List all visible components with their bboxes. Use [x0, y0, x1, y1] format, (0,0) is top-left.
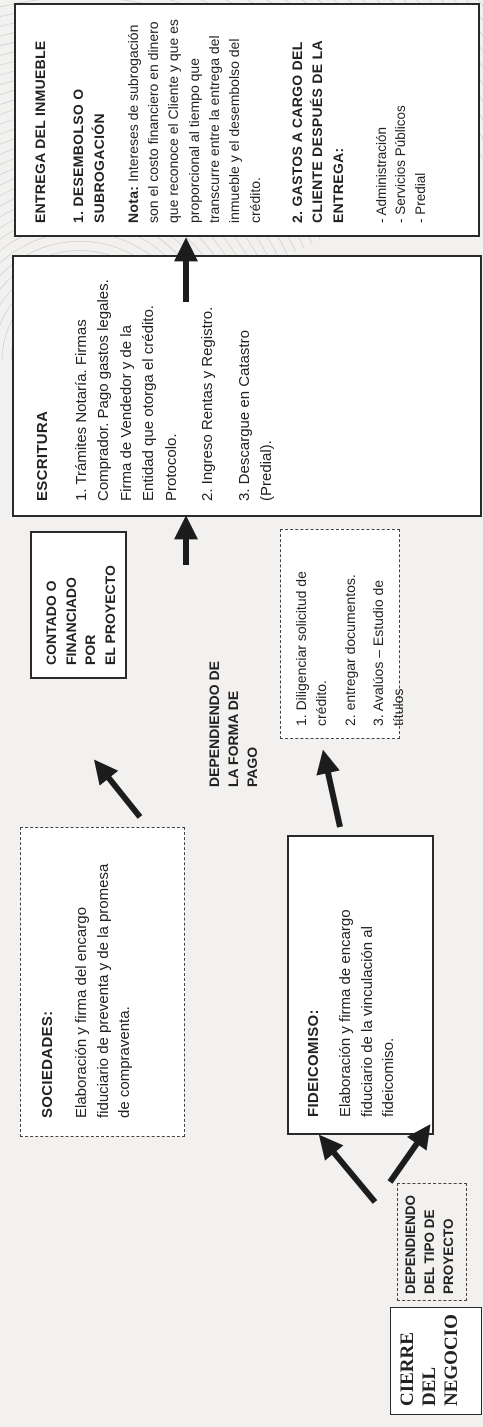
expense-item-2: - Servicios Públicos — [391, 17, 411, 223]
expense-item-1: - Administración — [372, 17, 392, 223]
branch-payment-line-3: PAGO — [243, 637, 262, 787]
branch-payment-line-1: DEPENDIENDO DE — [205, 637, 224, 787]
branch-payment-line-2: LA FORMA DE — [224, 637, 243, 787]
credito-item-2: 2. entregar documentos. — [340, 542, 360, 726]
escritura-item-1: 1. Trámites Notaría. Firmas Comprador. P… — [71, 271, 184, 501]
escritura-item-2: 2. Ingreso Rentas y Registro. — [197, 271, 220, 501]
entrega-section1-title: 1. DESEMBOLSO O SUBROGACIÓN — [68, 17, 109, 223]
start-line-1: CIERRE — [397, 1316, 419, 1406]
branch-type-line-1: DEPENDIENDO — [402, 1190, 421, 1294]
contado-line-1: CONTADO O — [42, 545, 62, 665]
start-line-2: DEL — [419, 1316, 441, 1406]
start-line-3: NEGOCIO — [441, 1316, 463, 1406]
arrow-to-sociedades — [325, 1142, 375, 1202]
entrega-note-text: Intereses de subrogación son el costo fi… — [125, 19, 263, 223]
entrega-section2-title: 2. GASTOS A CARGO DEL CLIENTE DESPUÉS DE… — [287, 17, 348, 223]
entrega-note-label: Nota: — [125, 186, 141, 223]
sociedades-title: SOCIEDADES: — [37, 846, 59, 1118]
credito-item-1: 1. Diligenciar solicitud de crédito. — [291, 542, 332, 726]
fideicomiso-box: FIDEICOMISO: Elaboración y firma de enca… — [287, 835, 434, 1135]
arrow-to-credito — [325, 759, 340, 827]
contado-box: CONTADO O FINANCIADO POR EL PROYECTO — [30, 531, 127, 679]
escritura-title: ESCRITURA — [32, 271, 55, 501]
credito-item-3: 3. Avalúos – Estudio de títulos — [368, 542, 409, 726]
branch-type-line-2: DEL TIPO DE — [421, 1190, 440, 1294]
start-box: CIERRE DEL NEGOCIO — [390, 1307, 482, 1415]
sociedades-text: Elaboración y firma del encargo fiduciar… — [71, 846, 136, 1118]
arrow-to-contado — [100, 767, 140, 817]
arrow-to-fideicomiso — [390, 1132, 425, 1182]
contado-line-2: FINANCIADO POR — [62, 545, 101, 665]
branch-type-line-3: PROYECTO — [440, 1190, 459, 1294]
escritura-box: ESCRITURA 1. Trámites Notaría. Firmas Co… — [12, 255, 482, 517]
sociedades-box: SOCIEDADES: Elaboración y firma del enca… — [20, 827, 185, 1137]
contado-line-3: EL PROYECTO — [101, 545, 121, 665]
entrega-note: Nota: Intereses de subrogación son el co… — [123, 17, 265, 223]
expense-list: - Administración - Servicios Públicos - … — [372, 17, 431, 223]
branch-payment-label: DEPENDIENDO DE LA FORMA DE PAGO — [205, 637, 262, 787]
fideicomiso-text: Elaboración y firma de encargo fiduciari… — [335, 853, 400, 1117]
expense-item-3: - Predial — [411, 17, 431, 223]
entrega-title: ENTREGA DEL INMUEBLE — [30, 17, 50, 223]
credito-box: 1. Diligenciar solicitud de crédito. 2. … — [280, 529, 400, 739]
escritura-item-3: 3. Descargue en Catastro (Predial). — [234, 271, 279, 501]
entrega-box: ENTREGA DEL INMUEBLE 1. DESEMBOLSO O SUB… — [14, 3, 480, 237]
fideicomiso-title: FIDEICOMISO: — [303, 853, 325, 1117]
branch-project-type-box: DEPENDIENDO DEL TIPO DE PROYECTO — [397, 1183, 467, 1301]
